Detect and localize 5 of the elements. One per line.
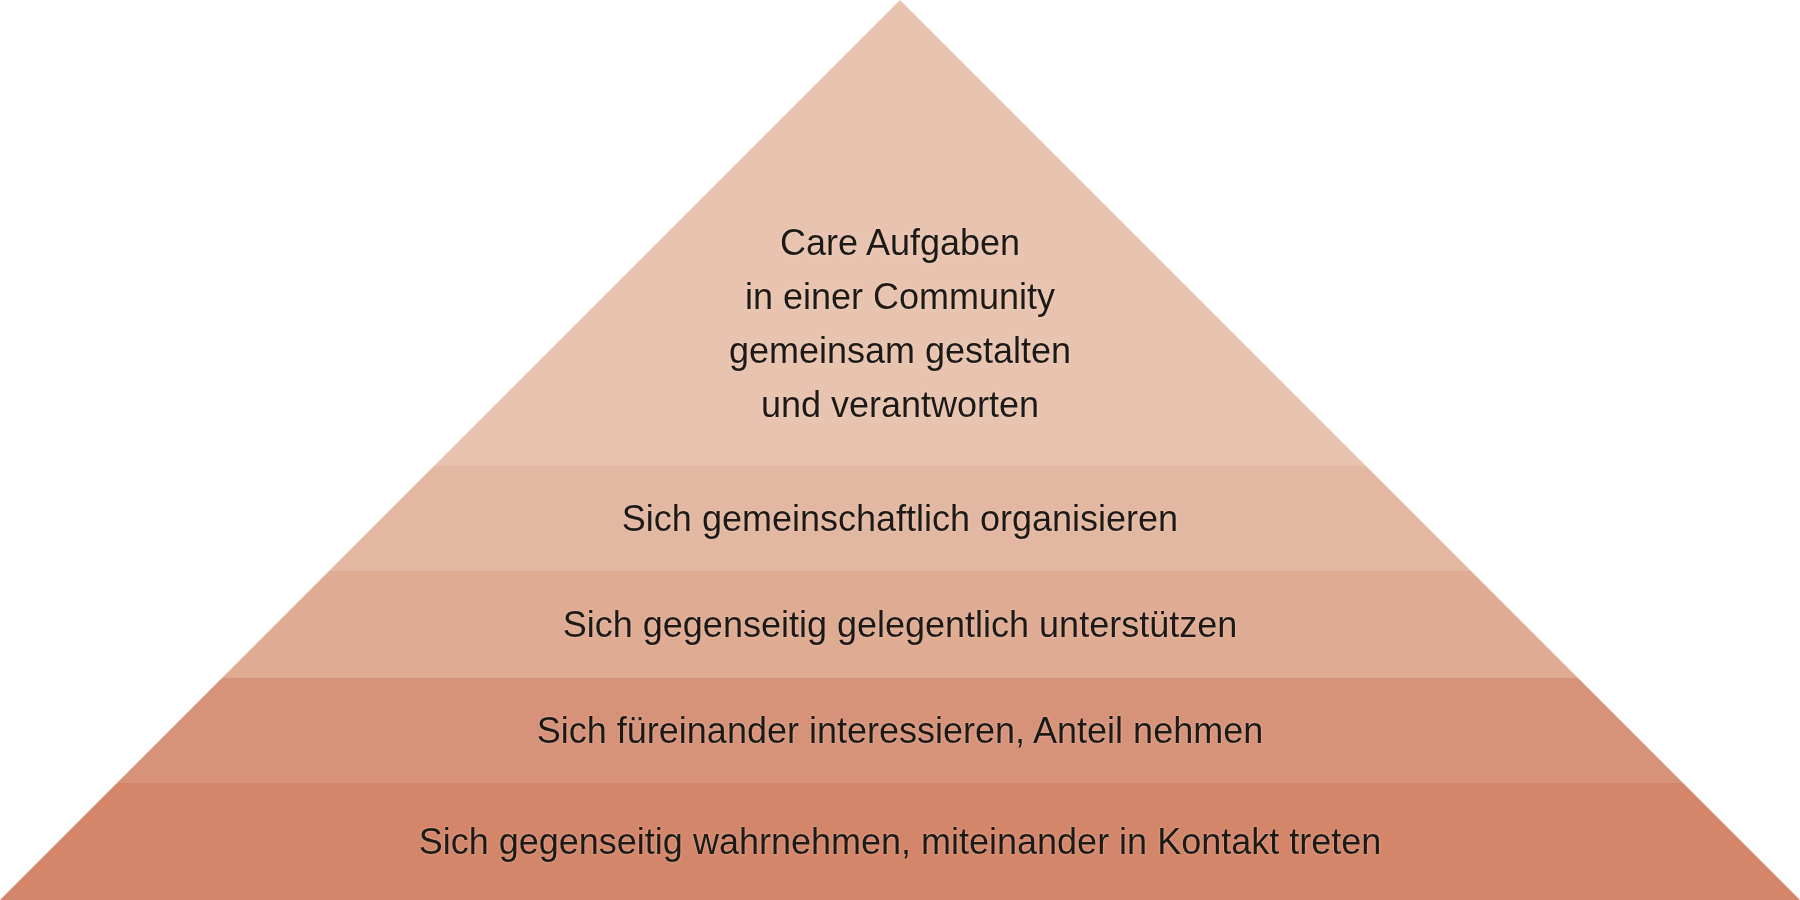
tier-label: Sich gegenseitig gelegentlich unterstützen xyxy=(562,602,1238,647)
tier-label: Sich gemeinschaftlich organisieren xyxy=(621,496,1179,541)
tier-label: Care Aufgaben in einer Community gemeinsam gestalten und verantworten xyxy=(727,221,1073,427)
tier-label: Sich gegenseitig wahrnehmen, miteinander in Kontakt treten xyxy=(418,819,1382,864)
tier-label: Sich füreinander interessieren, Anteil nehmen xyxy=(536,708,1264,753)
